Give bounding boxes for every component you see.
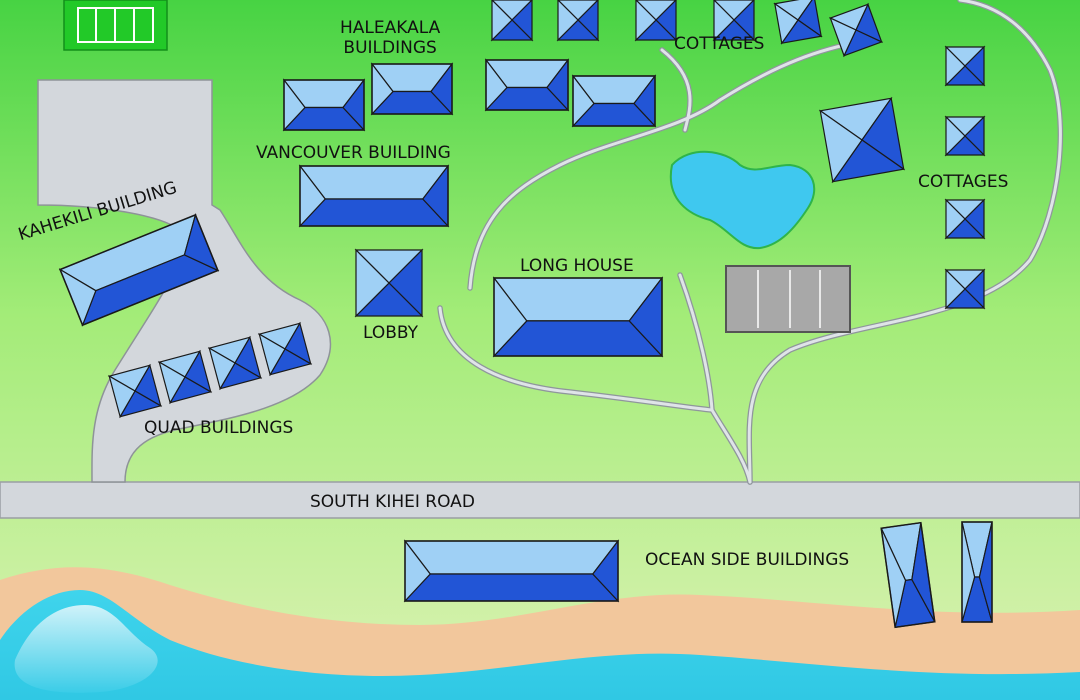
label-cottages-top: COTTAGES bbox=[674, 34, 765, 54]
pond bbox=[669, 150, 816, 250]
ocean-side-building-thin-2 bbox=[961, 521, 993, 623]
buildings bbox=[58, 0, 993, 629]
cottage-top-5 bbox=[773, 0, 823, 45]
long-house-building bbox=[492, 276, 664, 358]
central-building-2 bbox=[571, 74, 657, 128]
label-long-house: LONG HOUSE bbox=[520, 256, 634, 276]
label-road: SOUTH KIHEI ROAD bbox=[310, 492, 475, 512]
shallow-water bbox=[14, 605, 158, 693]
lobby-building bbox=[354, 248, 424, 318]
haleakala-building-2 bbox=[370, 62, 454, 116]
cottage-right-1 bbox=[944, 45, 986, 87]
kahekili-building bbox=[58, 212, 220, 327]
large-cottage bbox=[818, 96, 906, 184]
ocean-side-building-main bbox=[403, 539, 620, 603]
ocean-side-building-thin-1 bbox=[880, 521, 936, 629]
parking-structure bbox=[725, 265, 851, 333]
cottage-right-4 bbox=[944, 268, 986, 310]
cottage-top-6 bbox=[828, 2, 884, 58]
cottage-top-2 bbox=[556, 0, 600, 42]
walking-paths-fill bbox=[438, 0, 1062, 484]
quad-building-4 bbox=[257, 321, 313, 377]
tennis-court bbox=[63, 0, 168, 51]
label-quad: QUAD BUILDINGS bbox=[144, 418, 294, 438]
cottage-top-1 bbox=[490, 0, 534, 42]
label-ocean-side: OCEAN SIDE BUILDINGS bbox=[645, 550, 850, 570]
cottage-top-4 bbox=[712, 0, 756, 42]
south-kihei-road bbox=[0, 481, 1080, 519]
vancouver-building bbox=[298, 164, 450, 228]
quad-building-3 bbox=[207, 335, 263, 391]
label-haleakala: HALEAKALA BUILDINGS bbox=[340, 18, 441, 59]
label-lobby: LOBBY bbox=[363, 323, 419, 343]
quad-building-1 bbox=[107, 363, 163, 419]
haleakala-building-1 bbox=[282, 78, 366, 132]
label-vancouver: VANCOUVER BUILDING bbox=[256, 143, 451, 163]
quad-building-2 bbox=[157, 349, 213, 405]
ocean-water bbox=[0, 590, 1080, 700]
central-building-1 bbox=[484, 58, 570, 112]
label-cottages-right: COTTAGES bbox=[918, 172, 1009, 192]
cottage-right-3 bbox=[944, 198, 986, 240]
cottage-right-2 bbox=[944, 115, 986, 157]
cottage-top-3 bbox=[634, 0, 678, 42]
